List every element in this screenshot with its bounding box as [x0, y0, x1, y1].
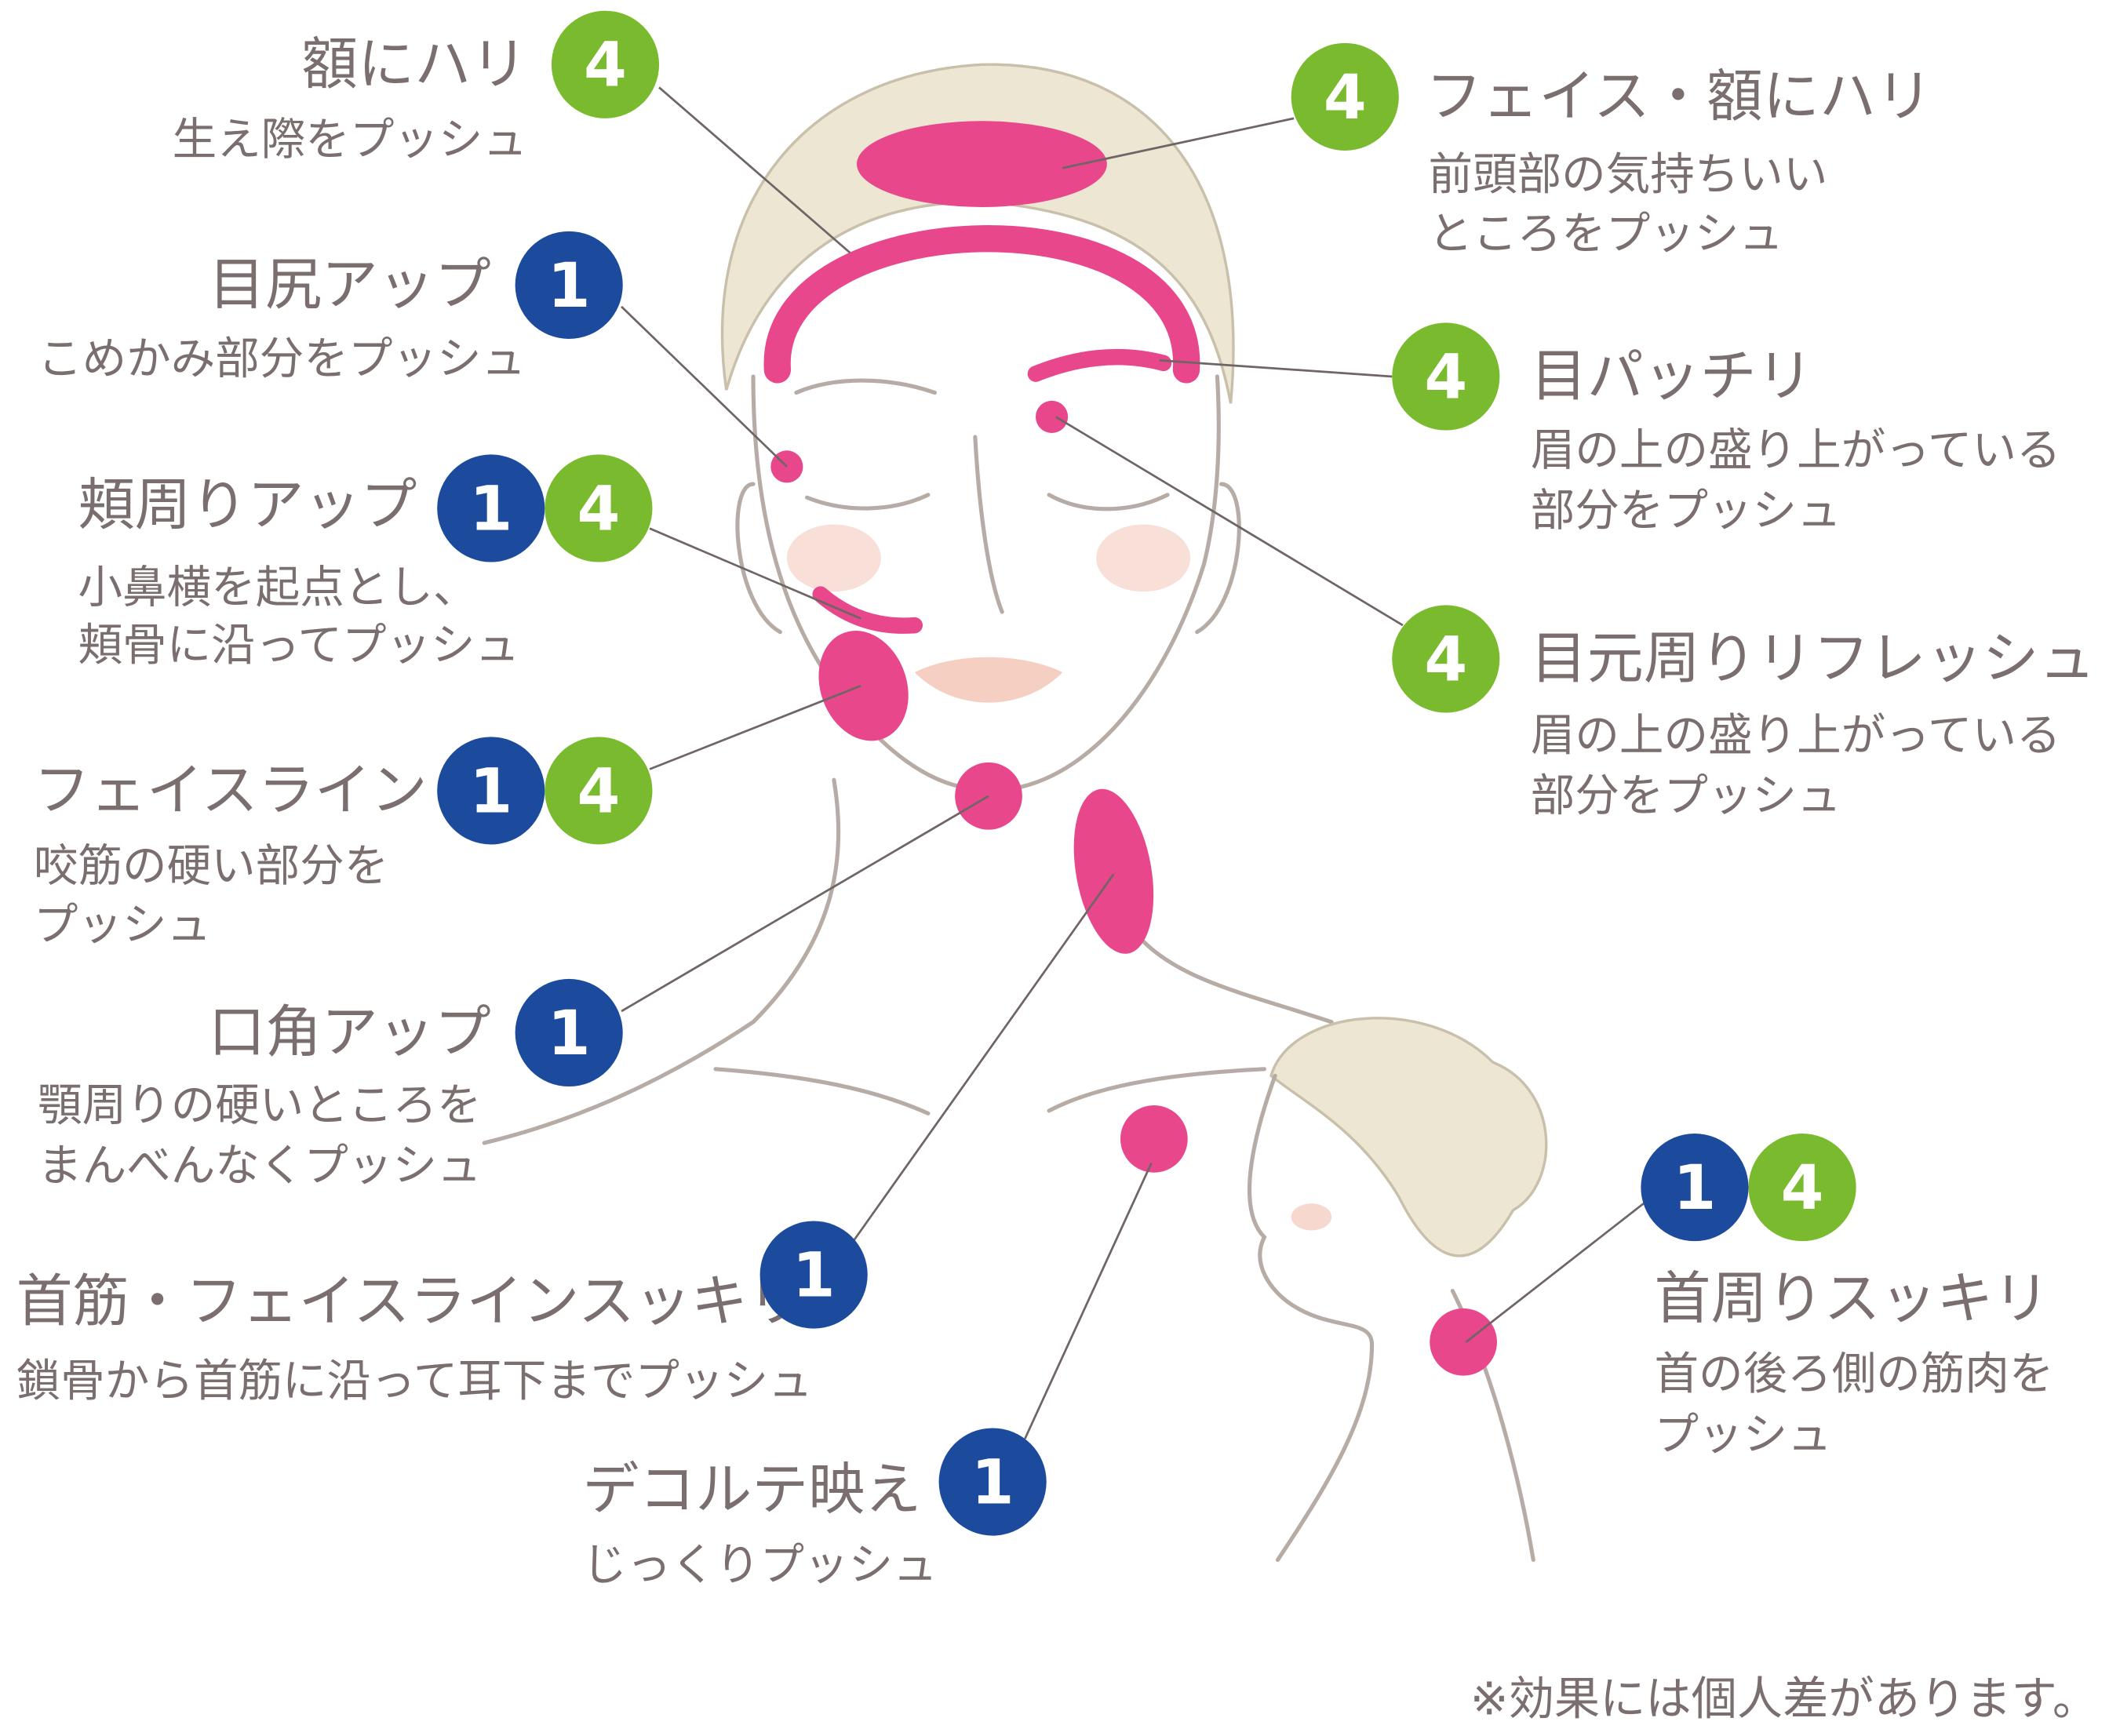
- label-sub: 前頭部の気持ちいい: [1429, 149, 1828, 201]
- badge-4: [551, 10, 660, 118]
- masseter-point: [818, 631, 909, 741]
- badge-4: [1392, 322, 1500, 431]
- label-title: 目パッチリ: [1531, 343, 1813, 409]
- badge-number: 1: [469, 472, 512, 544]
- badge-number: 4: [577, 755, 620, 827]
- badge-4: [545, 454, 653, 562]
- label-title: 額にハリ: [301, 31, 527, 96]
- label-sub: プッシュ: [1655, 1409, 1832, 1461]
- badge-number: 4: [1324, 61, 1367, 133]
- label-title: デコルテ映え: [582, 1456, 921, 1522]
- badge-number: 1: [469, 755, 512, 827]
- badge-1: [515, 978, 623, 1087]
- label-eye-area-refresh: 4 目元周りリフレッシュ 眉の上の盛り上がっている 部分をプッシュ: [1392, 605, 2096, 822]
- forehead-top-point: [857, 121, 1107, 207]
- label-sub: 部分をプッシュ: [1531, 770, 1841, 822]
- label-sub: 顎周りの硬いところを: [38, 1079, 481, 1131]
- label-decollete: デコルテ映え じっくりプッシュ 1: [582, 1428, 1047, 1591]
- label-sub: 小鼻横を起点とし、: [78, 562, 478, 613]
- label-title: 目元周りリフレッシュ: [1531, 625, 2096, 691]
- front-face-illustration: [482, 63, 1334, 1145]
- label-eye-corner-lift: 目尻アップ こめかみ部分をプッシュ 1: [38, 231, 623, 385]
- label-cheek-lift: 頬周りアップ 小鼻横を起点とし、 頬骨に沿ってプッシュ 1 4: [78, 454, 653, 671]
- footnote: ※効果には個人差があります。: [1470, 1672, 2098, 1726]
- eye-point: [1036, 400, 1069, 433]
- label-title: フェイス・額にハリ: [1426, 63, 1932, 129]
- label-forehead-firm: 額にハリ 生え際をプッシュ 4: [173, 10, 660, 166]
- badge-4: [1392, 605, 1500, 713]
- label-sub: 頬骨に沿ってプッシュ: [78, 620, 520, 671]
- label-sub: 眉の上の盛り上がっている: [1531, 424, 2061, 476]
- label-sub: プッシュ: [34, 899, 211, 951]
- label-title: フェイスライン: [34, 757, 428, 823]
- label-sub: こめかみ部分をプッシュ: [38, 333, 526, 385]
- label-eye-bright: 4 目パッチリ 眉の上の盛り上がっている 部分をプッシュ: [1392, 322, 2061, 537]
- leader-lines: [621, 86, 1645, 1439]
- badge-1: [1641, 1134, 1749, 1242]
- badge-1: [437, 454, 545, 562]
- decollete-point: [1120, 1105, 1188, 1173]
- label-sub: 咬筋の硬い部分を: [34, 840, 388, 892]
- label-face-line: フェイスライン 咬筋の硬い部分を プッシュ 1 4: [34, 737, 653, 951]
- badge-4: [1748, 1134, 1856, 1242]
- neck-muscle-point: [1073, 788, 1154, 954]
- badge-number: 1: [548, 249, 591, 322]
- label-sub: ところをプッシュ: [1429, 208, 1783, 260]
- back-neck-point: [1430, 1308, 1497, 1376]
- label-neck-faceline: 首筋・フェイスラインスッキリ 鎖骨から首筋に沿って耳下までプッシュ 1: [16, 1221, 868, 1407]
- label-sub: じっくりプッシュ: [582, 1539, 937, 1591]
- badge-number: 1: [971, 1446, 1014, 1518]
- badge-1: [437, 737, 545, 845]
- badge-number: 4: [1424, 340, 1467, 413]
- badge-number: 4: [577, 472, 620, 544]
- side-profile-illustration: [1247, 1017, 1548, 1563]
- badge-1: [938, 1428, 1047, 1536]
- brow-arc-point: [1027, 348, 1172, 382]
- label-sub: 生え際をプッシュ: [173, 114, 527, 166]
- badge-4: [1291, 42, 1399, 151]
- badge-number: 4: [584, 29, 627, 101]
- label-sub: まんべんなくプッシュ: [38, 1140, 481, 1192]
- badge-number: 1: [792, 1239, 836, 1311]
- label-mouth-corner-lift: 口角アップ 顎周りの硬いところを まんべんなくプッシュ 1: [38, 978, 623, 1192]
- cheekbone-arc-point: [812, 586, 923, 634]
- badge-number: 1: [1674, 1152, 1717, 1224]
- label-title: 口角アップ: [209, 999, 491, 1065]
- badge-4: [545, 737, 653, 845]
- label-sub: 眉の上の盛り上がっている: [1531, 710, 2061, 762]
- badge-1: [515, 231, 623, 339]
- badge-number: 4: [1424, 623, 1467, 695]
- label-title: 首周りスッキリ: [1655, 1265, 2050, 1331]
- label-title: 目尻アップ: [209, 251, 491, 317]
- badge-1: [759, 1221, 868, 1329]
- hairline-arc-point: [763, 225, 1200, 384]
- pressure-points: [763, 121, 1497, 1376]
- label-face-forehead-firm: 4 フェイス・額にハリ 前頭部の気持ちいい ところをプッシュ: [1291, 42, 1932, 260]
- label-neck-refresh: 1 4 首周りスッキリ 首の後ろ側の筋肉を プッシュ: [1641, 1134, 2053, 1461]
- badge-number: 4: [1781, 1152, 1824, 1224]
- label-title: 頬周りアップ: [78, 472, 417, 538]
- label-title: 首筋・フェイスラインスッキリ: [16, 1268, 804, 1334]
- badge-number: 1: [548, 997, 591, 1069]
- label-sub: 部分をプッシュ: [1531, 485, 1841, 537]
- label-sub: 首の後ろ側の筋肉を: [1655, 1348, 2054, 1400]
- label-sub: 鎖骨から首筋に沿って耳下までプッシュ: [16, 1355, 813, 1407]
